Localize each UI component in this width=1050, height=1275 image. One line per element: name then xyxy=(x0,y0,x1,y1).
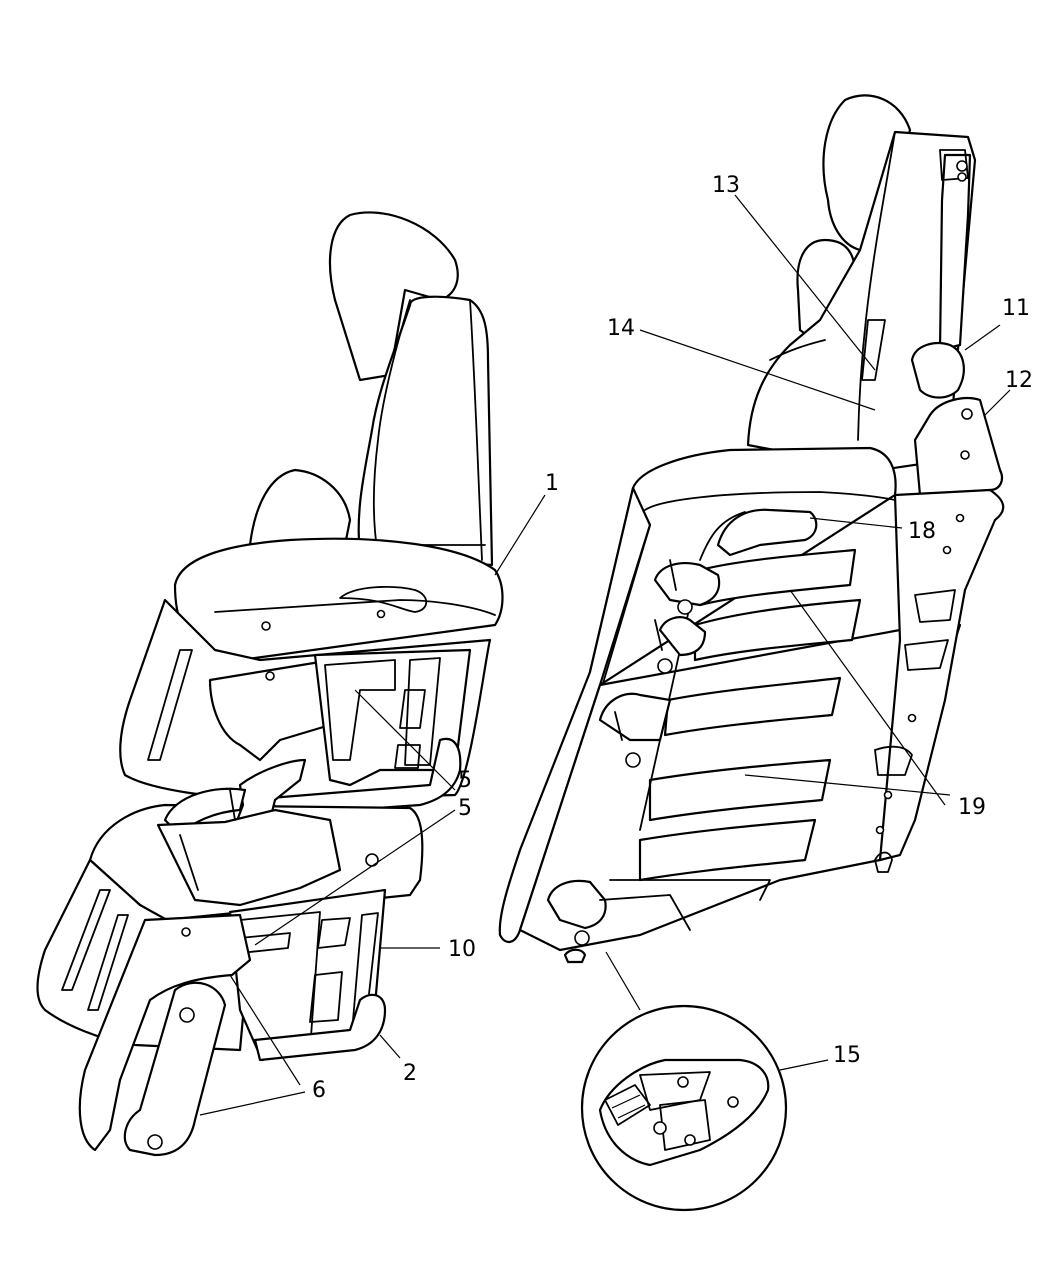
callout-13: 13 xyxy=(712,173,740,198)
right-side-plate xyxy=(878,488,1005,862)
left-rear-back xyxy=(248,468,352,547)
left-upper-cushion xyxy=(173,537,504,662)
callout-1: 1 xyxy=(545,471,559,496)
right-knob xyxy=(910,342,965,399)
left-lever-plate xyxy=(208,660,332,762)
callout-11: 11 xyxy=(1002,296,1030,321)
callout-5-lower: 5 xyxy=(458,796,472,821)
left-lower-cover xyxy=(78,913,252,1152)
right-hinges xyxy=(546,559,771,964)
detail-inset-15 xyxy=(580,1004,788,1212)
callout-labels: 1 5 5 10 2 6 6 13 14 11 12 18 19 19 15 xyxy=(312,173,1033,1103)
right-headrest-upper xyxy=(822,94,912,252)
left-headrest xyxy=(328,211,459,382)
callout-19: 19 xyxy=(958,795,986,820)
callout-2: 2 xyxy=(403,1061,417,1086)
callout-5-upper: 5 xyxy=(458,768,472,793)
left-crossbar xyxy=(268,737,462,817)
left-foot-bracket xyxy=(253,993,387,1062)
left-latch-plate xyxy=(156,808,342,907)
left-pivot-arm xyxy=(123,981,227,1157)
callout-6-upper: 6 xyxy=(312,1078,326,1103)
right-release-lever xyxy=(716,508,818,557)
callout-18: 18 xyxy=(908,519,936,544)
detail-latch-housing xyxy=(598,1058,770,1167)
right-springs xyxy=(638,548,862,882)
left-seat-assembly xyxy=(36,211,504,1157)
leader-lines xyxy=(199,194,1011,1116)
callout-12: 12 xyxy=(1005,368,1033,393)
callout-15: 15 xyxy=(833,1043,861,1068)
right-strap xyxy=(938,153,972,352)
callout-10: 10 xyxy=(448,937,476,962)
right-cushion-side xyxy=(498,486,652,943)
callout-14: 14 xyxy=(607,316,635,341)
